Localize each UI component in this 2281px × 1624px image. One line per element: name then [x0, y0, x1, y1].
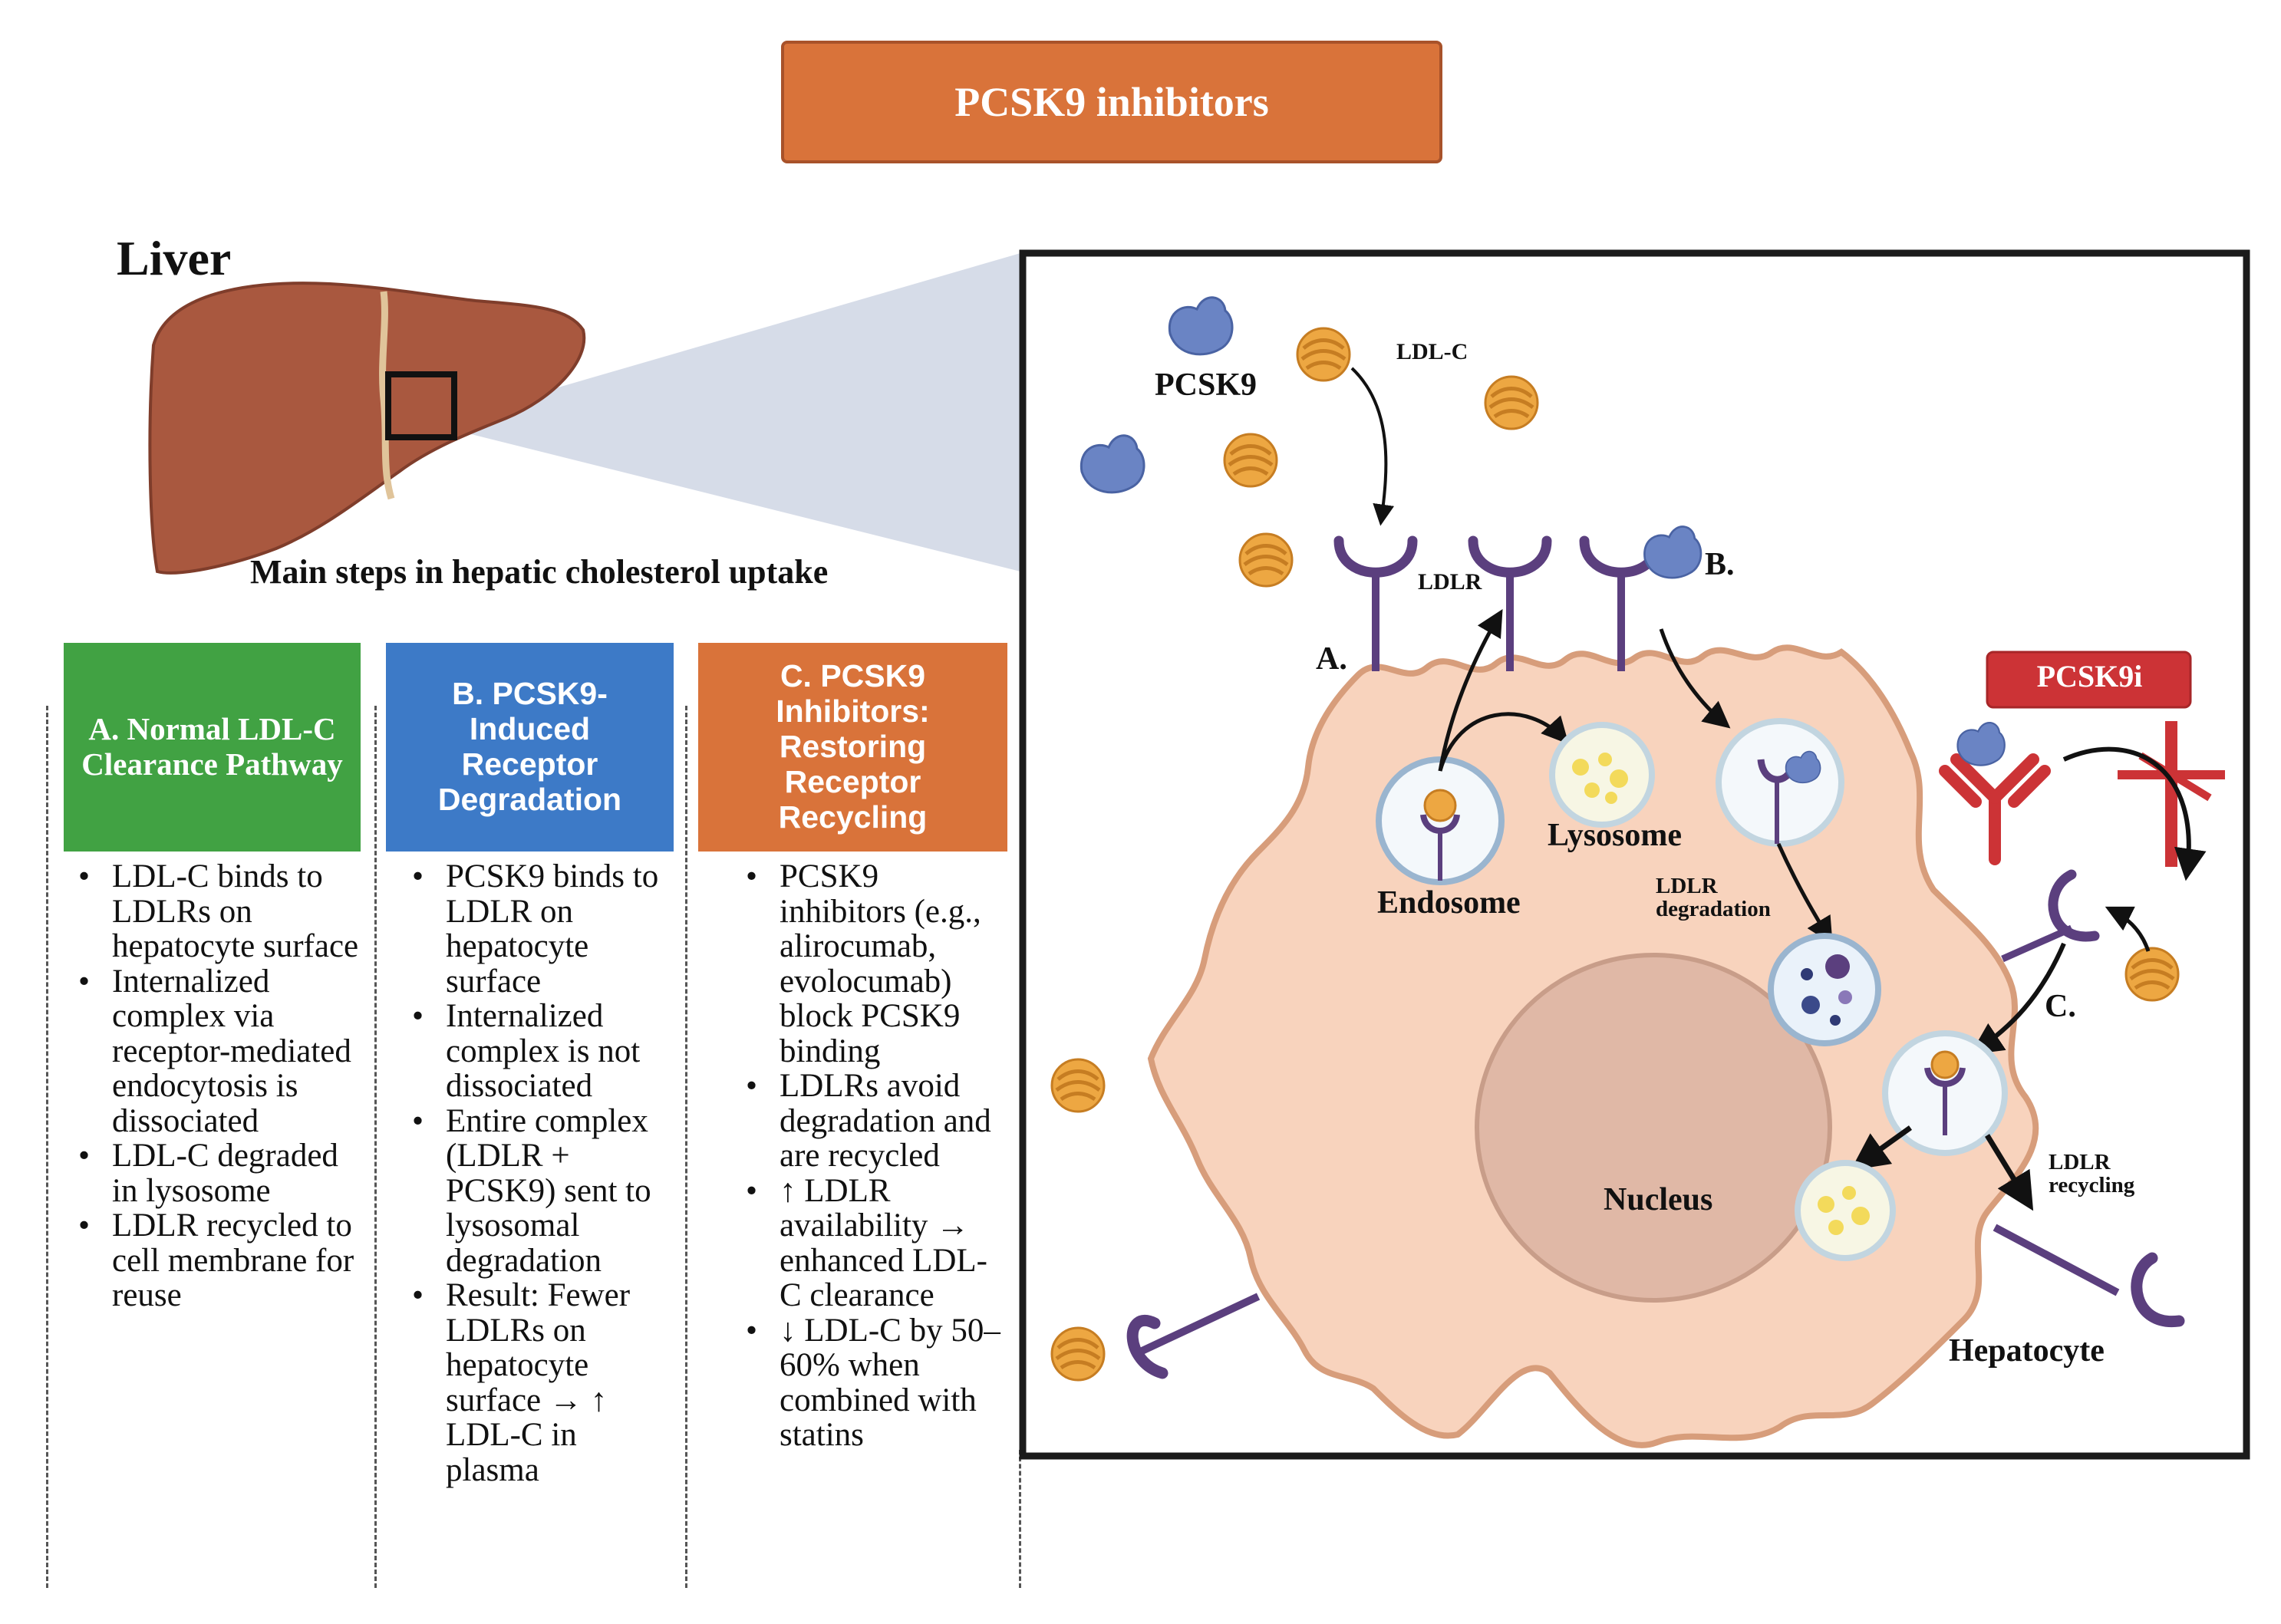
list-item: LDLRs avoid degradation and are recycled	[743, 1069, 1007, 1174]
pcsk9i-label: PCSK9i	[2036, 659, 2143, 693]
ldlr-recycling-label: LDLR recycling	[2049, 1150, 2135, 1197]
header-pcsk9-inhibitors: C. PCSK9 Inhibitors: Restoring Receptor …	[698, 643, 1007, 852]
lysosome	[1549, 722, 1655, 828]
list-item: Internalized complex via receptor-mediat…	[75, 964, 361, 1139]
title-banner: PCSK9 inhibitors	[781, 41, 1442, 163]
ldl-binding-arrow	[1350, 367, 1395, 526]
liver-organ	[148, 282, 586, 575]
ldl-to-receptor-arrow	[2105, 906, 2151, 952]
page-title: PCSK9 inhibitors	[954, 79, 1269, 125]
step-a-label: A.	[1316, 641, 1347, 677]
degrading-lysosome	[1768, 933, 1881, 1046]
ldlr-receptor-icon	[2001, 869, 2100, 963]
ldlc-label: LDL-C	[1396, 339, 1468, 364]
ldlr-label: LDLR	[1418, 569, 1482, 595]
list-item: LDLR recycled to cell membrane for reuse	[75, 1208, 361, 1313]
antibody-icon	[1939, 753, 2051, 865]
to-lysosome-arrow	[1851, 1125, 1913, 1171]
header-pcsk9-degradation: B. PCSK9-Induced Receptor Degradation	[386, 643, 674, 852]
internalize-arrow	[1970, 942, 2066, 1055]
step-b-label: B.	[1705, 547, 1735, 582]
nucleus-label: Nucleus	[1604, 1182, 1713, 1217]
ldl-particle-icon	[2126, 948, 2178, 1000]
list-item: LDL-C binds to LDLRs on hepatocyte surfa…	[75, 859, 361, 964]
header-normal-pathway: A. Normal LDL-C Clearance Pathway	[64, 643, 361, 852]
ldl-particle-icon	[1225, 434, 1277, 486]
column-divider	[374, 706, 377, 1588]
pcsk9i-badge	[1986, 651, 2192, 709]
ldlr-receptor-icon	[1993, 1224, 2185, 1328]
column-divider	[685, 706, 687, 1588]
zoom-square	[385, 371, 457, 440]
ldlr-degradation-label: LDLR degradation	[1656, 874, 1771, 921]
to-lysosome-arrow	[1438, 712, 1569, 772]
inhibition-arrow	[2062, 746, 2207, 881]
ldl-particle-icon	[1052, 1059, 1104, 1112]
endosome-label: Endosome	[1377, 885, 1521, 921]
liver-ligament	[379, 291, 395, 500]
step-c-label: C.	[2045, 989, 2076, 1024]
zoom-wedge	[453, 253, 1020, 572]
recycle-arrow	[1438, 608, 1503, 772]
ldlr-receptor-icon	[1126, 1293, 1261, 1379]
ldl-particle-icon	[1485, 377, 1538, 429]
hepatocyte-label: Hepatocyte	[1949, 1333, 2105, 1369]
ldl-particle-icon	[1240, 534, 1292, 586]
recycling-arrow	[1985, 1134, 2034, 1211]
normal-pathway-list: LDL-C binds to LDLRs on hepatocyte surfa…	[75, 859, 361, 1313]
pcsk9-degradation-list: PCSK9 binds to LDLR on hepatocyte surfac…	[409, 859, 677, 1487]
list-item: Internalized complex is not dissociated	[409, 999, 677, 1104]
ldl-particle-icon	[1297, 328, 1350, 380]
pcsk9-label: PCSK9	[1155, 367, 1258, 403]
ldl-particle-icon	[1052, 1328, 1104, 1380]
liver-heading: Liver	[117, 231, 232, 285]
column-divider	[1019, 1450, 1021, 1588]
lysosome	[1795, 1160, 1896, 1261]
nucleus	[1475, 953, 1832, 1303]
list-item: PCSK9 binds to LDLR on hepatocyte surfac…	[409, 859, 677, 999]
list-item: ↓ LDL-C by 50–60% when combined with sta…	[743, 1313, 1007, 1453]
list-item: Entire complex (LDLR + PCSK9) sent to ly…	[409, 1103, 677, 1279]
lysosome-label: Lysosome	[1548, 818, 1683, 853]
internalization-arrow	[1659, 628, 1731, 729]
list-item: Result: Fewer LDLRs on hepatocyte surfac…	[409, 1278, 677, 1487]
column-divider	[46, 706, 48, 1588]
list-item: LDL-C degraded in lysosome	[75, 1138, 361, 1208]
list-item: ↑ LDLR availability → enhanced LDL-C cle…	[743, 1173, 1007, 1313]
liver-caption: Main steps in hepatic cholesterol uptake	[250, 553, 829, 591]
list-item: PCSK9 inhibitors (e.g., alirocumab, evol…	[743, 859, 1007, 1069]
pcsk9-inhibitors-list: PCSK9 inhibitors (e.g., alirocumab, evol…	[743, 859, 1007, 1453]
